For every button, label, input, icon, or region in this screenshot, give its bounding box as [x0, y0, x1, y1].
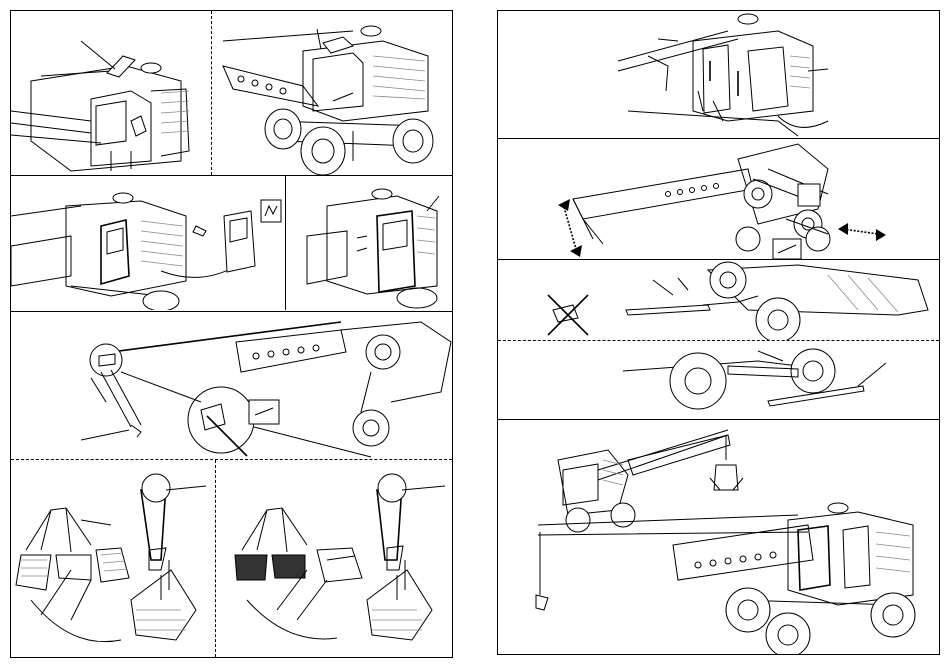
detail-circle: [378, 474, 406, 502]
divider: [285, 176, 286, 310]
right-page: [497, 10, 940, 655]
loose-door-part: [224, 211, 255, 272]
step-door-assembly: [11, 176, 285, 310]
step-boom-swing: [498, 139, 939, 259]
detail-circle-large: [188, 387, 254, 453]
crane-chassis-illustration: [213, 11, 453, 175]
door-frame: [377, 211, 415, 292]
hinge-pin-part: [193, 226, 206, 236]
push-pull-arrow-icon: [838, 223, 886, 241]
detail-circle: [142, 474, 170, 502]
step-rear-axle: [498, 341, 939, 419]
step-grab-bucket-b: [217, 460, 452, 657]
detail-box: [798, 184, 820, 206]
beacon-part: [141, 63, 161, 73]
boom-holes: [253, 345, 319, 359]
boom-holes: [695, 552, 776, 568]
beacon-part: [361, 26, 381, 36]
rotate-arrow-icon: [558, 199, 582, 257]
hand-icon: [261, 200, 281, 222]
wheel: [366, 335, 400, 369]
boom-tip-illustration: [11, 312, 452, 459]
divider: [215, 460, 216, 657]
rear-axle-illustration: [498, 341, 939, 419]
glue-tube-icon: [249, 400, 279, 424]
divider: [211, 11, 212, 175]
step-finished-model: [498, 420, 939, 654]
step-cab-handles: [498, 11, 939, 138]
door-assembly-illustration: [11, 176, 285, 310]
detail-circle-small: [90, 344, 122, 376]
step-cab-roof-plate: [11, 11, 211, 175]
axle-insertion-illustration: [498, 260, 939, 340]
rear-wheel: [393, 119, 433, 163]
axle-rod: [626, 305, 710, 315]
cross-out-icon: [548, 295, 588, 335]
boom-swing-illustration: [498, 139, 939, 259]
cab-handles-illustration: [498, 11, 939, 138]
grab-bucket-illustration: [11, 460, 215, 657]
glue-tube-icon: [773, 239, 801, 259]
cab-roof-illustration: [11, 11, 211, 175]
front-wheel-left: [265, 109, 301, 149]
left-page: [10, 10, 453, 658]
wheel: [353, 410, 389, 446]
grab-bucket-illustration: [217, 460, 452, 657]
step-boom-tip: [11, 312, 452, 459]
step-grab-bucket-a: [11, 460, 215, 657]
roof-plate-part: [323, 37, 353, 53]
door-frame: [798, 526, 830, 590]
step-door-fitted: [287, 176, 453, 310]
door-fitted-illustration: [287, 176, 453, 310]
step-axle-insertion: [498, 260, 939, 340]
front-wheel-right: [301, 127, 345, 175]
finished-crane-illustration: [498, 420, 939, 654]
boom-holes: [666, 184, 719, 197]
step-roof-mount: [213, 11, 453, 175]
hook-part: [536, 595, 548, 610]
